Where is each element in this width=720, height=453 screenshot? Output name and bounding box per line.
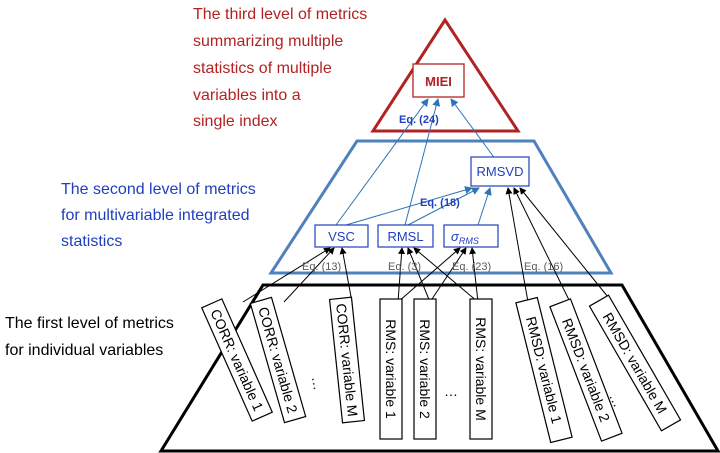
eq24-label: Eq. (24) xyxy=(399,114,439,126)
svg-text:RMSL: RMSL xyxy=(387,229,423,244)
miei-node: MIEI xyxy=(412,63,465,98)
rmsd-ellipsis: … xyxy=(606,390,627,410)
rms-box-2: RMS: variable 2 xyxy=(413,298,437,440)
vsc-node: VSC xyxy=(314,224,369,248)
level1-label: The first level of metrics for individua… xyxy=(5,315,178,359)
eq18-label: Eq. (18) xyxy=(420,197,460,209)
rms-box-m: RMS: variable M xyxy=(469,298,493,440)
sigma-rms-node: σRMS xyxy=(443,224,499,248)
svg-text:σRMS: σRMS xyxy=(451,229,479,246)
svg-text:RMS: variable 1: RMS: variable 1 xyxy=(383,319,399,419)
svg-text:RMSVD: RMSVD xyxy=(477,164,524,179)
svg-text:RMS: variable M: RMS: variable M xyxy=(473,317,489,420)
svg-text:RMS: variable 2: RMS: variable 2 xyxy=(417,319,433,419)
level1-to-level2-connectors xyxy=(242,187,613,303)
level3-label: The third level of metrics summarizing m… xyxy=(193,6,372,130)
corr-ellipsis: … xyxy=(309,375,327,392)
eq13-label: Eq. (13) xyxy=(302,261,341,273)
svg-text:MIEI: MIEI xyxy=(425,74,452,89)
eq23-label: Eq. (23) xyxy=(452,261,491,273)
level2-to-level3-connectors xyxy=(335,98,497,226)
svg-text:VSC: VSC xyxy=(328,229,355,244)
level2-label: The second level of metrics for multivar… xyxy=(61,181,260,250)
rms-ellipsis: … xyxy=(444,383,458,399)
eq16-label: Eq. (16) xyxy=(524,261,563,273)
rmsl-node: RMSL xyxy=(377,224,434,248)
rmsvd-node: RMSVD xyxy=(470,156,530,187)
eq3-label: Eq. (3) xyxy=(388,261,421,273)
rms-box-1: RMS: variable 1 xyxy=(379,298,403,440)
